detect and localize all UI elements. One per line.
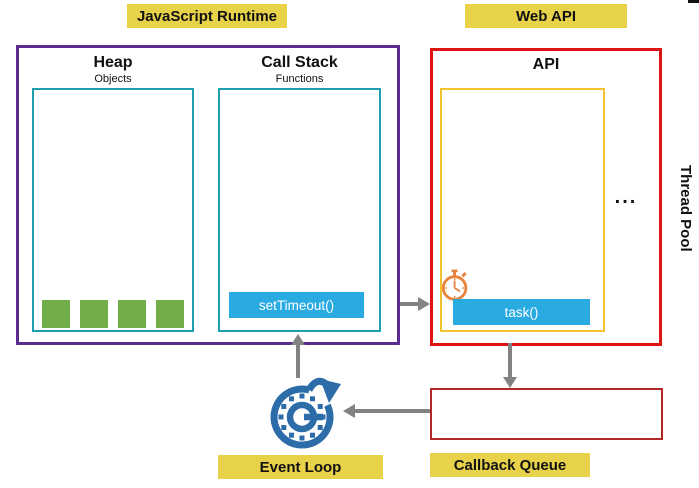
task-bar: task()	[453, 299, 590, 325]
api-title: API	[532, 56, 560, 73]
more-apis-ellipsis: ...	[614, 186, 638, 208]
heap-title: Heap	[93, 54, 133, 71]
call-stack-subtitle: Functions	[275, 73, 324, 85]
screenshot-corner-artifact	[688, 0, 699, 3]
heap-object-square	[80, 300, 108, 328]
clock-dots	[278, 393, 326, 441]
heap-box	[32, 88, 194, 332]
api-inner-box	[440, 88, 605, 332]
arrow-loop-to-stack-shaft	[296, 345, 300, 378]
callback-queue-box	[430, 388, 663, 440]
heap-objects	[42, 300, 184, 328]
thread-pool-label: Thread Pool	[677, 164, 694, 252]
arrow-queue-to-loop-shaft	[355, 409, 430, 413]
heap-object-square	[118, 300, 146, 328]
arrow-queue-to-loop-head	[343, 404, 355, 418]
arrow-api-to-queue-shaft	[508, 343, 512, 378]
arrow-stack-to-api-head	[418, 297, 430, 311]
call-stack-box	[218, 88, 381, 332]
callback-queue-label: Callback Queue	[430, 453, 590, 477]
settimeout-stack-frame: setTimeout()	[229, 292, 364, 318]
arrow-stack-to-api-shaft	[400, 302, 419, 306]
javascript-runtime-label: JavaScript Runtime	[127, 4, 287, 28]
event-loop-label: Event Loop	[218, 455, 383, 479]
arrow-api-to-queue-head	[503, 377, 517, 388]
heap-object-square	[156, 300, 184, 328]
heap-object-square	[42, 300, 70, 328]
web-api-label: Web API	[465, 4, 627, 28]
call-stack-title: Call Stack	[261, 54, 338, 71]
heap-subtitle: Objects	[94, 73, 132, 85]
arrow-loop-to-stack-head	[291, 334, 305, 345]
event-loop-cycle-icon	[262, 375, 342, 455]
